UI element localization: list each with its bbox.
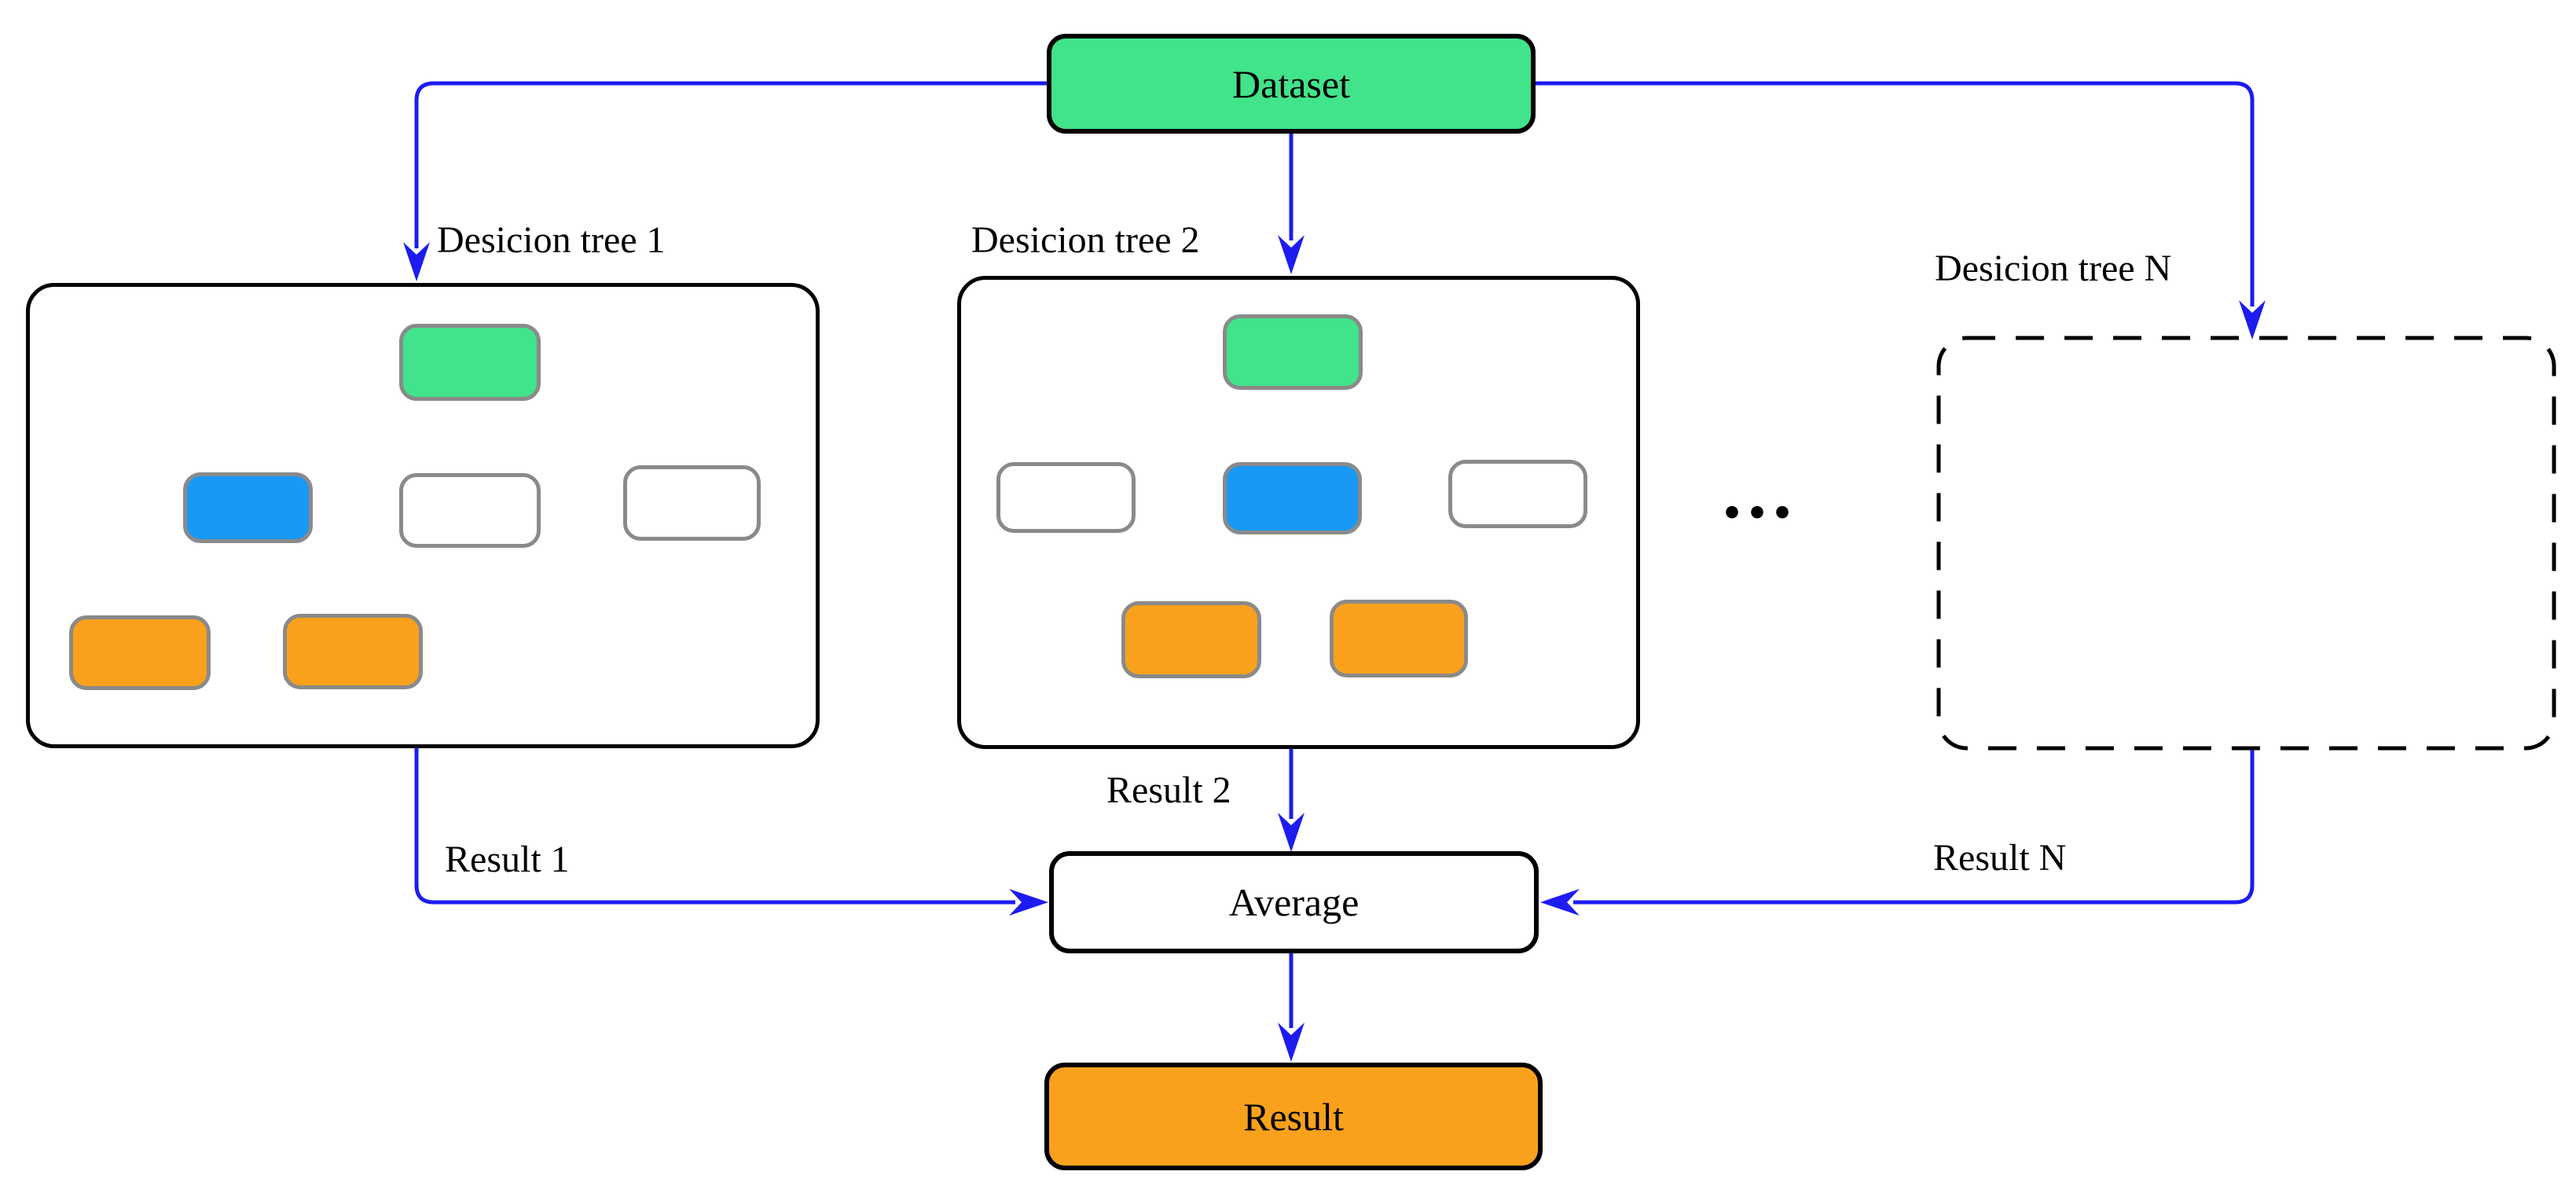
average-label: Average: [1228, 880, 1360, 924]
result-label: Result: [1243, 1094, 1344, 1139]
flow-lines: [414, 81, 2255, 1028]
decision-tree-n-box: [1936, 336, 2556, 751]
tree1-split-node-blue: [183, 472, 313, 543]
tree2-leaf-node-white-1: [996, 462, 1136, 533]
result-box: Result: [1044, 1063, 1543, 1170]
tree2-leaf-node-white-2: [1448, 460, 1587, 528]
dataset-label: Dataset: [1232, 61, 1350, 106]
average-box: Average: [1049, 851, 1539, 953]
tree2-leaf-node-orange-1: [1121, 601, 1261, 678]
dataset-box: Dataset: [1047, 34, 1536, 134]
tree2-leaf-node-orange-2: [1330, 600, 1468, 677]
result-n-label: Result N: [1933, 837, 2067, 879]
decision-tree-1-label: Desicion tree 1: [437, 219, 666, 261]
ellipsis: ...: [1723, 450, 1798, 534]
decision-tree-2-label: Desicion tree 2: [971, 219, 1200, 261]
tree2-split-node-blue: [1223, 462, 1362, 534]
tree1-root-node-green: [399, 324, 541, 401]
tree1-leaf-node-white-2: [623, 465, 761, 541]
flow-arrowheads: [403, 235, 2266, 1062]
tree1-leaf-node-orange-1: [69, 615, 211, 690]
tree2-root-node-green: [1223, 314, 1363, 390]
tree1-leaf-node-white-1: [399, 473, 541, 548]
result-2-label: Result 2: [1106, 769, 1231, 811]
tree1-leaf-node-orange-2: [283, 614, 423, 689]
decision-tree-n-label: Desicion tree N: [1935, 248, 2172, 289]
result-1-label: Result 1: [445, 839, 570, 880]
